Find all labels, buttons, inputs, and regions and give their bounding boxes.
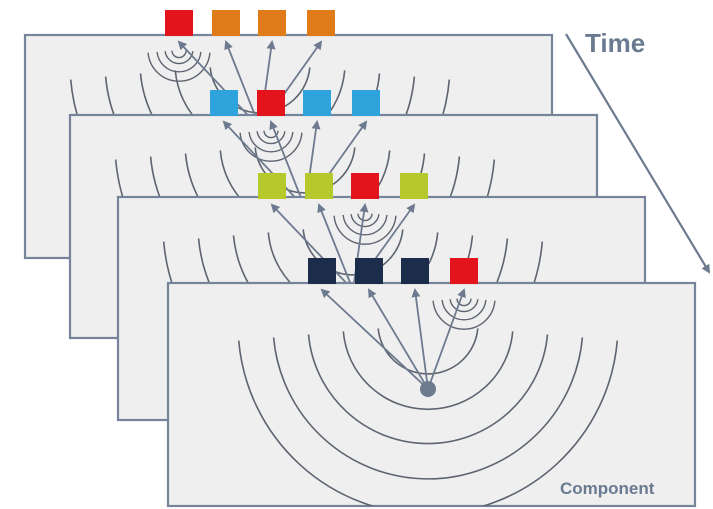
sensor-square xyxy=(210,90,238,116)
receiver-ripple xyxy=(350,214,380,228)
sensor-square-active xyxy=(450,258,478,284)
wavefront-arc xyxy=(342,331,514,410)
ray-arrow xyxy=(320,288,429,390)
sensor-square-active xyxy=(165,10,193,36)
sensor-square xyxy=(212,10,240,36)
receiver-ripple xyxy=(256,131,286,145)
ray-arrow xyxy=(224,40,261,129)
receiver-ripple xyxy=(342,214,388,236)
ray-arrow xyxy=(177,40,261,129)
receiver-ripple xyxy=(263,130,279,139)
wavefront-arc xyxy=(272,337,584,480)
receiver-ripple xyxy=(357,213,373,222)
receiver-ripple xyxy=(456,298,472,307)
wavefronts xyxy=(237,298,619,506)
receiver-ripple xyxy=(248,131,294,153)
wavefront-arc xyxy=(302,229,404,276)
sensor-square-active xyxy=(351,173,379,199)
sensor-square xyxy=(305,173,333,199)
ray-arrow xyxy=(427,288,466,390)
sensor-square xyxy=(401,258,429,284)
frames-layer: Component xyxy=(23,10,697,508)
receiver-ripple xyxy=(432,300,496,330)
ray-arrow xyxy=(222,120,306,209)
ray-arrow xyxy=(269,120,306,209)
ray-arrow xyxy=(317,203,354,291)
receiver-ripple xyxy=(171,50,187,59)
receiver-ripple xyxy=(156,51,202,73)
sensor-square xyxy=(258,173,286,199)
sensor-square xyxy=(258,10,286,36)
sensor-square xyxy=(303,90,331,116)
ray-arrow xyxy=(270,203,354,291)
wavefront-arc xyxy=(307,334,549,445)
wavefront-arc xyxy=(237,340,619,506)
receiver-ripple xyxy=(333,215,397,245)
receiver-ripple xyxy=(441,299,487,321)
receiver-ripple xyxy=(449,299,479,313)
ray-arrow xyxy=(367,288,429,390)
sensor-square xyxy=(355,258,383,284)
time-arrow xyxy=(565,33,711,274)
sensor-square xyxy=(400,173,428,199)
component-label: Component xyxy=(560,479,655,498)
sensor-square xyxy=(352,90,380,116)
receiver-ripple xyxy=(239,132,303,162)
source-point xyxy=(420,381,436,397)
time-frame: Component xyxy=(166,258,697,508)
sensor-square-active xyxy=(257,90,285,116)
sensor-square xyxy=(308,258,336,284)
ray-arrow xyxy=(411,288,429,390)
time-label: Time xyxy=(585,28,645,58)
sensor-square xyxy=(307,10,335,36)
receiver-ripple xyxy=(147,52,211,82)
